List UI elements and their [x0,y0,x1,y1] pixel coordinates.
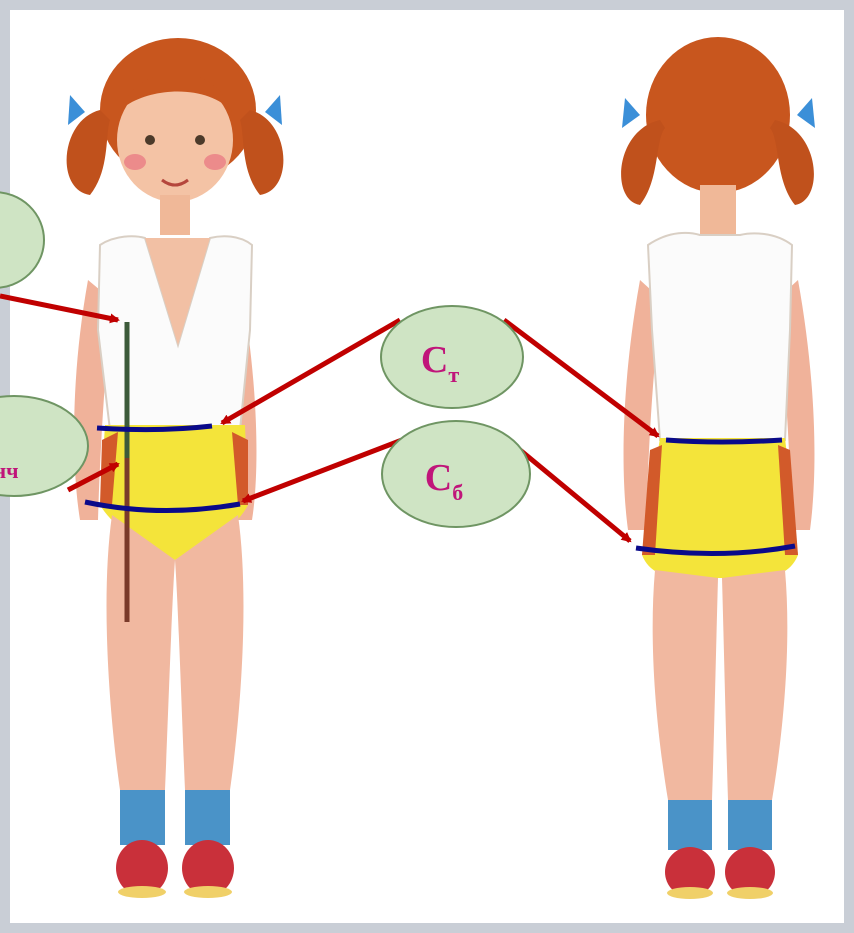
bubble-left-top [0,192,44,288]
ct-main-label: С [421,339,448,381]
cb-main-label: С [425,457,452,499]
bubble-left-mid-label: нч [0,458,19,483]
cb-subscript: б [452,480,463,505]
girl-front-figure [67,38,284,898]
ct-subscript: т [448,362,459,387]
girl-back-figure [621,37,815,899]
bubble-cb: Сб [382,421,530,527]
bubble-ct: Ст [381,306,523,408]
arrow-cb-front [243,440,402,501]
waist-line-back [666,440,782,442]
